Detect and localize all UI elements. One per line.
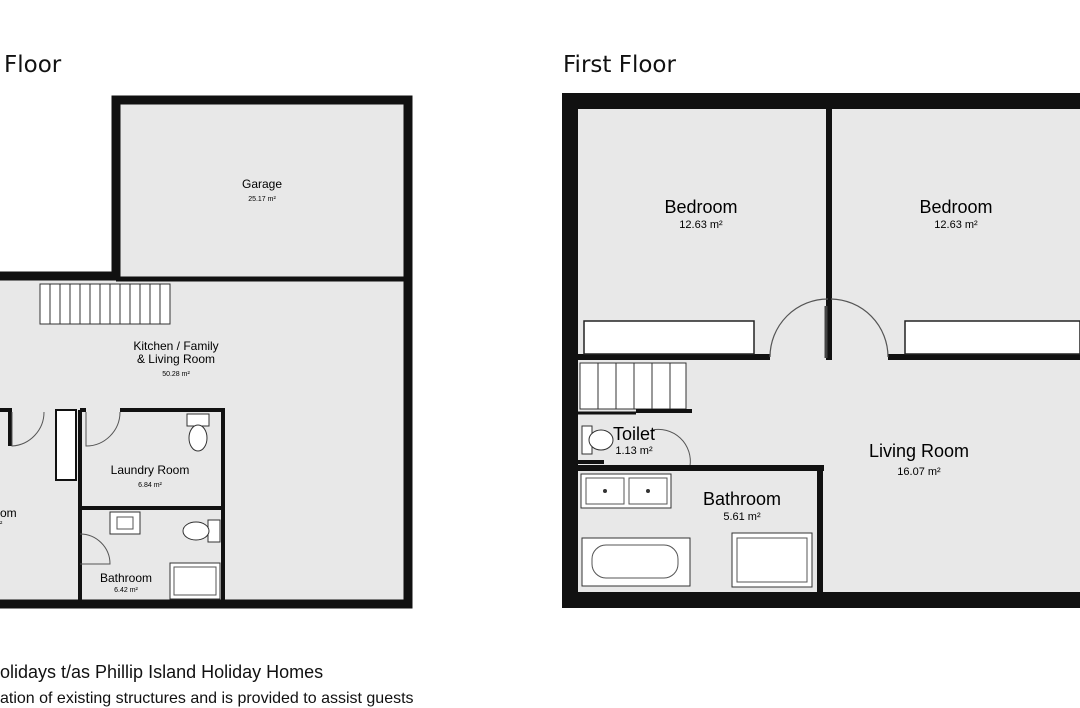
wardrobe-right [904,320,1080,355]
laundry-door [85,411,121,447]
bedroom-left-door [769,298,829,358]
bedroom-left-label: Bedroom [664,197,737,217]
toilet-area: 1.13 m² [615,445,653,457]
first-floor-title: First Floor [563,52,676,78]
first-bathroom-label: Bathroom [703,489,781,509]
ground-floor-plan: Garage 25.17 m² Kitchen / Family & Livin… [0,95,413,609]
bedroom-right-door [830,298,889,358]
laundry-area: 6.84 m² [138,482,162,489]
garage-area: 25.17 m² [248,196,276,203]
footer-company-line: olidays t/as Phillip Island Holiday Home… [0,662,324,682]
first-bathroom-area: 5.61 m² [723,511,761,523]
ground-bathroom-area: 6.42 m² [114,587,138,594]
ground-bath-sink [109,511,141,535]
ground-staircase [39,283,171,325]
kitchen-label-line2: & Living Room [137,352,215,366]
footer-disclaimer-line: ation of existing structures and is prov… [0,690,414,707]
ground-bath-shower [169,562,221,600]
kitchen-label-line1: Kitchen / Family [133,339,218,353]
ground-bath-toilet [182,519,221,543]
laundry-wall [120,408,225,600]
bathtub [581,537,691,587]
living-room-label: Living Room [869,441,969,461]
left-cupboard [55,409,77,481]
kitchen-area: 50.28 m² [162,371,190,378]
laundry-label: Laundry Room [111,463,190,477]
toilet-door [651,428,691,467]
first-shower [731,532,813,588]
living-room-area: 16.07 m² [897,466,941,478]
first-toilet-fixture [581,425,614,455]
bathroom-door [79,533,111,565]
first-outer-wall [562,93,1080,608]
wardrobe-left [583,320,755,355]
laundry-toilet-fixture [186,413,210,452]
first-staircase [579,362,692,413]
bedroom-left-area: 12.63 m² [679,219,723,231]
partial-room-label: om [0,506,17,520]
ground-floor-area [0,100,408,604]
first-floor-plan: Bedroom 12.63 m² Bedroom 12.63 m² Toilet… [562,93,1080,608]
toilet-label: Toilet [613,424,655,444]
garage-label: Garage [242,177,282,191]
bedroom-right-label: Bedroom [919,197,992,217]
ground-outer-wall [0,95,413,609]
left-door [11,411,45,447]
ground-floor-title: Floor [4,52,62,78]
ground-bathroom-label: Bathroom [100,571,152,585]
partial-room-area: ² [0,521,3,528]
bedroom-right-area: 12.63 m² [934,219,978,231]
bathroom-basins [580,473,672,509]
